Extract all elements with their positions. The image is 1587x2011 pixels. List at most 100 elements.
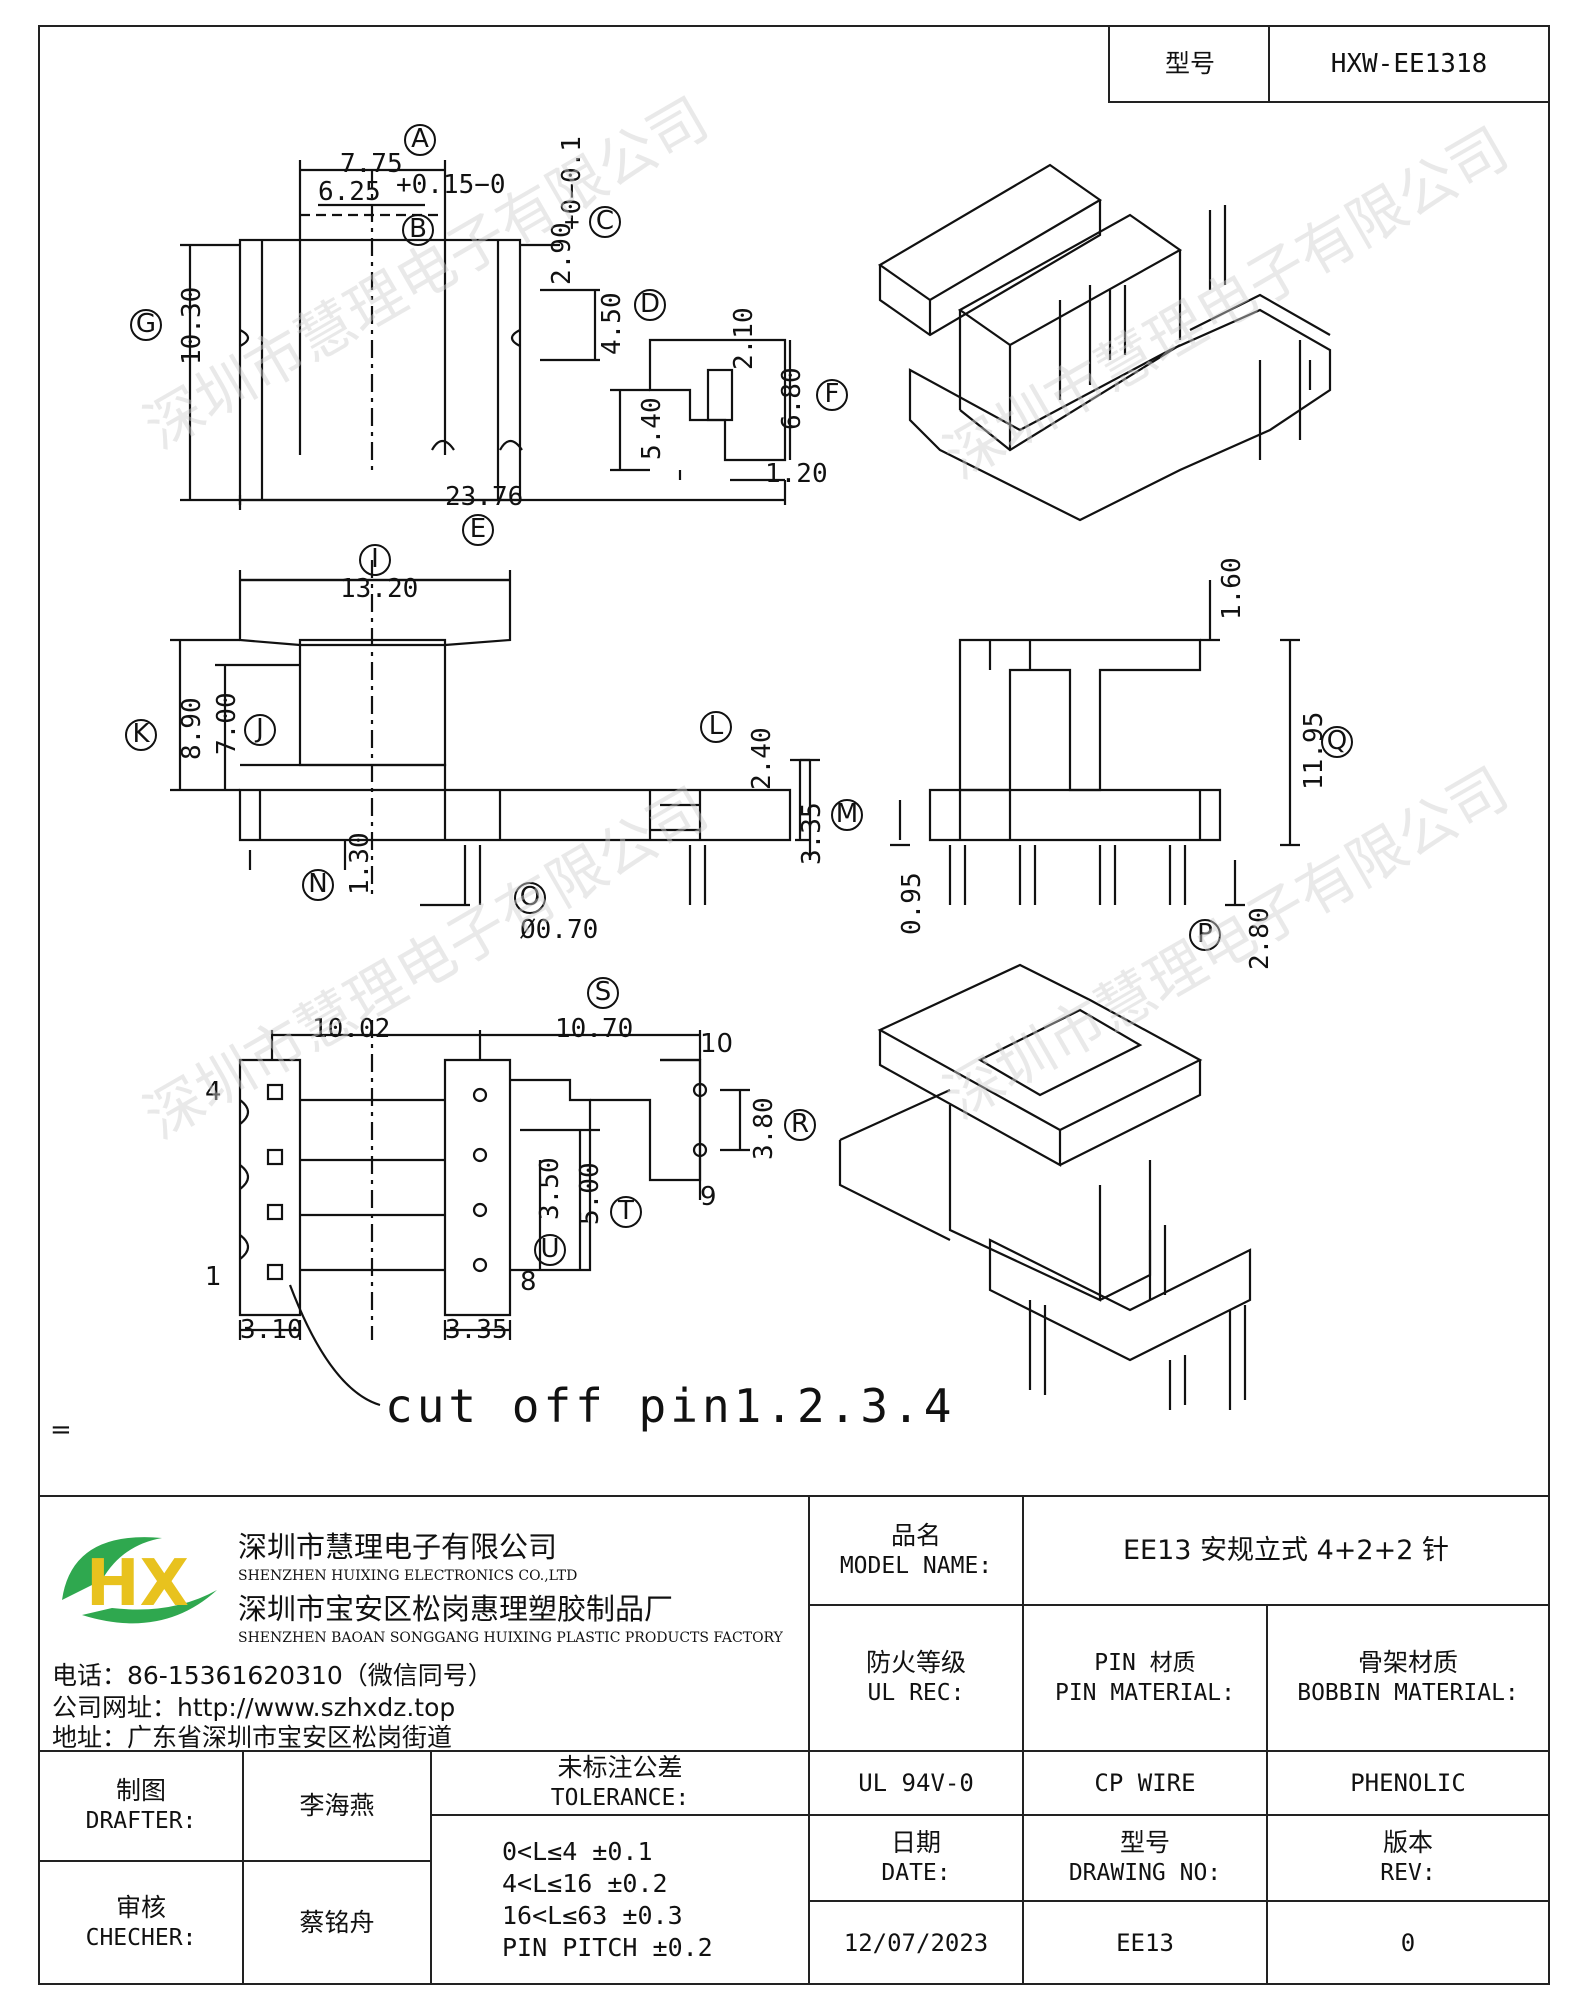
bottom-view [238, 1020, 750, 1407]
tolerance-line-1: 0<L≤4 ±0.1 [502, 1836, 653, 1866]
callout-d: D [640, 289, 660, 319]
drawing-no-value: EE13 [1022, 1900, 1268, 1985]
callout-p: P [1197, 919, 1213, 949]
isometric-view-2 [838, 963, 1252, 1410]
tolerance-line-3: 16<L≤63 ±0.3 [502, 1900, 683, 1930]
dim-1-60: 1.60 [1217, 557, 1247, 620]
tolerance-values: 0<L≤4 ±0.1 4<L≤16 ±0.2 16<L≤63 ±0.3 PIN … [430, 1814, 810, 1985]
watermark-4: 深圳市慧理电子有限公司 [933, 754, 1520, 1132]
dim-3-35-b: 3.35 [445, 1315, 508, 1345]
dim-0-70: Ø0.70 [520, 915, 598, 945]
factory-name-cn: 深圳市宝安区松岗惠理塑胶制品厂 [238, 1592, 674, 1626]
dim-5-40: 5.40 [637, 397, 667, 460]
title-block-top-rule [38, 1495, 1550, 1497]
callout-r: R [791, 1109, 809, 1139]
factory-name-en: SHENZHEN BAOAN SONGGANG HUIXING PLASTIC … [238, 1630, 783, 1646]
company-name-en: SHENZHEN HUIXING ELECTRONICS CO.,LTD [238, 1568, 578, 1584]
callout-u: U [540, 1234, 559, 1264]
dim-2-90: 2.90 [547, 222, 577, 285]
cut-off-note: cut off pin1.2.3.4 [385, 1379, 956, 1433]
company-name-cn: 深圳市慧理电子有限公司 [238, 1530, 558, 1564]
tolerance-line-2: 4<L≤16 ±0.2 [502, 1868, 668, 1898]
dim-6-25: 6.25 [318, 177, 381, 207]
dim-3-35: 3.35 [797, 802, 827, 865]
callout-m: M [836, 799, 858, 829]
callout-o: O [520, 882, 540, 912]
dim-2-90-tol: +0−0.1 [557, 136, 587, 230]
header-model-value: HXW-EE1318 [1268, 25, 1550, 103]
dim-10-70: 10.70 [555, 1014, 633, 1044]
pin-material-value: CP WIRE [1022, 1750, 1268, 1816]
dim-10-30: 10.30 [177, 287, 207, 365]
isometric-view-1 [877, 163, 1332, 522]
drafter-value: 李海燕 [242, 1750, 432, 1862]
callout-l: L [709, 711, 724, 741]
company-phone: 电话：86-15361620310（微信同号） [52, 1661, 493, 1690]
watermark-3: 深圳市慧理电子有限公司 [133, 774, 720, 1152]
callout-k: K [132, 719, 150, 749]
dim-7-00: 7.00 [212, 692, 242, 755]
callout-i: I [371, 544, 379, 574]
dim-1-20: 1.20 [765, 459, 828, 489]
dim-6-80: 6.80 [777, 367, 807, 430]
dim-8-90: 8.90 [177, 697, 207, 760]
rev-value: 0 [1266, 1900, 1550, 1985]
dim-23-76: 23.76 [445, 482, 523, 512]
callout-s: S [595, 977, 612, 1007]
pin-4-label: 4 [205, 1077, 222, 1107]
dim-5-00: 5.00 [575, 1162, 605, 1225]
pin-1-label: 1 [205, 1262, 222, 1292]
watermark-2: 深圳市慧理电子有限公司 [933, 114, 1520, 492]
ul-value: UL 94V-0 [808, 1750, 1024, 1816]
dim-7-75: 7.75 [340, 149, 403, 179]
dim-2-10: 2.10 [729, 307, 759, 370]
dim-2-40: 2.40 [747, 727, 777, 790]
dim-4-50: 4.50 [597, 292, 627, 355]
front-view [170, 560, 820, 907]
callout-a: A [411, 124, 429, 154]
checker-value: 蔡铭舟 [242, 1860, 432, 1985]
pin-9-label: 9 [700, 1182, 717, 1212]
bobbin-material-value: PHENOLIC [1266, 1750, 1550, 1816]
company-website: 公司网址：http://www.szhxdz.top [52, 1693, 456, 1722]
dim-0-95: 0.95 [897, 872, 927, 935]
dim-10-02: 10.02 [312, 1014, 390, 1044]
dim-6-25-tol: +0.15−0 [396, 170, 506, 200]
company-logo: HX [52, 1520, 222, 1640]
callout-n: N [308, 869, 327, 899]
dim-2-80: 2.80 [1245, 907, 1275, 970]
side-mark: = [50, 1415, 72, 1445]
dim-3-10: 3.10 [240, 1315, 303, 1345]
callout-f: F [825, 379, 840, 409]
callout-q: Q [1327, 726, 1347, 756]
model-name-value: EE13 安规立式 4+2+2 针 [1022, 1495, 1550, 1606]
top-view-terminal [648, 338, 787, 462]
callout-e: E [470, 514, 486, 544]
dim-3-50: 3.50 [535, 1157, 565, 1220]
logo-text: HX [86, 1547, 189, 1621]
company-address: 地址：广东省深圳市宝安区松岗街道 [52, 1723, 453, 1752]
callout-g: G [136, 309, 156, 339]
side-view [890, 580, 1300, 907]
engineering-drawing: 7.75 6.25 +0.15−0 2.90 +0−0.1 4.50 10.30… [50, 84, 1520, 1445]
pin-8-label: 8 [520, 1267, 537, 1297]
callout-j: J [254, 714, 264, 744]
dim-13-20: 13.20 [340, 574, 418, 604]
callout-b: B [409, 214, 427, 244]
date-value: 12/07/2023 [808, 1900, 1024, 1985]
pin-10-label: 10 [700, 1029, 733, 1059]
tolerance-line-4: PIN PITCH ±0.2 [502, 1932, 713, 1962]
dim-1-30: 1.30 [345, 832, 375, 895]
callout-c: C [596, 206, 614, 236]
dim-3-80: 3.80 [749, 1097, 779, 1160]
